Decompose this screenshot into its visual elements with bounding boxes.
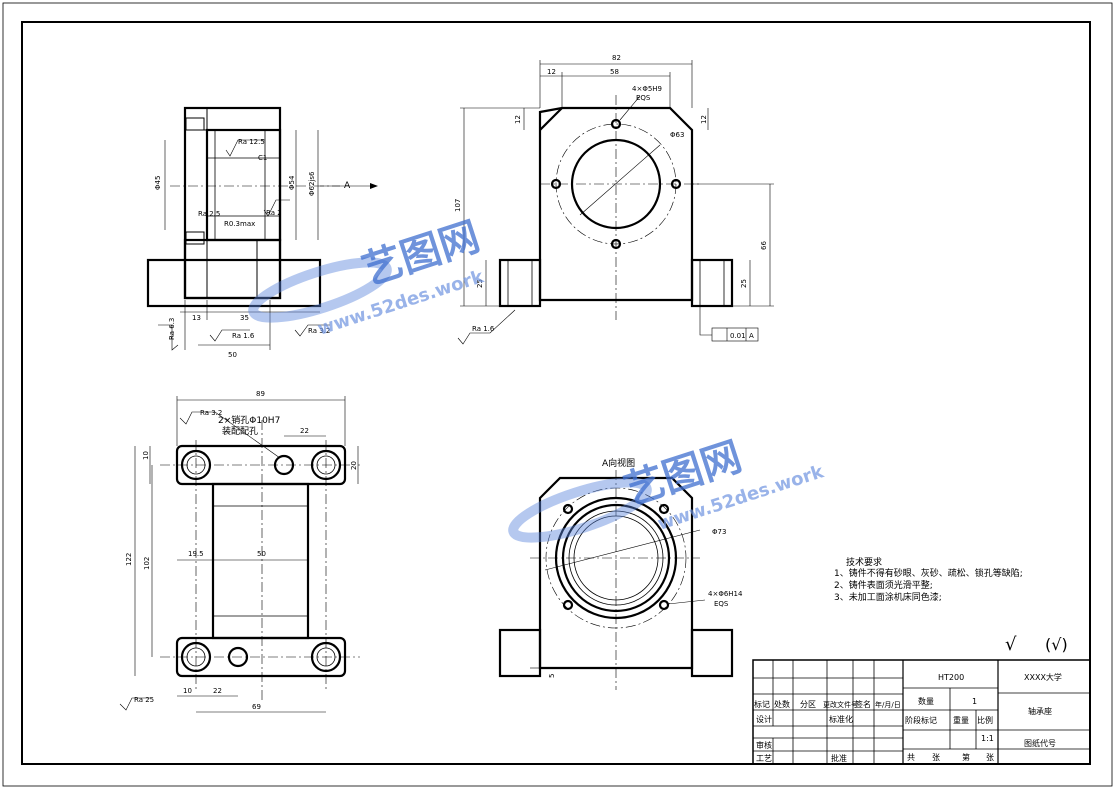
tech-req-item-2: 2、铸件表面须光滑平整; (834, 579, 933, 591)
fv-dim-82: 82 (612, 54, 621, 62)
sv-dim-c1: C1 (258, 154, 267, 162)
av-dim-4xd6: 4×Φ6H14 (708, 590, 743, 598)
fv-dim-107: 107 (454, 199, 462, 212)
tech-req-item-3: 3、未加工面涂机床同色漆; (834, 591, 942, 603)
title-block: HT200 XXXX大学 轴承座 图纸代号 数量 1 阶段标记 重量 比例 1:… (752, 659, 1091, 765)
sv-dim-50: 50 (228, 351, 237, 359)
tv-dim-10: 10 (142, 451, 150, 460)
tb-qty-value: 1 (972, 697, 977, 706)
tb-material: HT200 (938, 673, 964, 682)
tv-dim-22b: 22 (213, 687, 222, 695)
tb-org: XXXX大学 (1024, 672, 1062, 682)
roughness-general-mark: √ (1005, 634, 1017, 655)
tech-req-item-1: 1、铸件不得有砂眼、灰砂、疏松、锁孔等缺陷; (834, 567, 1023, 579)
tb-row-mark: 标记 (754, 699, 770, 709)
tb-row-count: 处数 (774, 699, 790, 709)
a-view-title: A向视图 (602, 457, 635, 469)
tb-row-check: 审核 (756, 740, 772, 750)
fv-dim-datum-a: A (749, 332, 754, 340)
tv-dim-89: 89 (256, 390, 265, 398)
tb-sheet-unit: 张 (932, 753, 940, 762)
fv-dim-4xd5: 4×Φ5H9 (632, 85, 662, 93)
sv-dim-35: 35 (240, 314, 249, 322)
fv-dim-12c: 12 (700, 115, 708, 124)
tb-row-doc: 更改文件号 (823, 700, 858, 709)
tv-dim-50: 50 (257, 550, 266, 558)
tv-dim-ra32: Ra 3.2 (200, 409, 222, 417)
tb-weight-label: 重量 (953, 715, 969, 725)
sv-dim-ra16: Ra 1.6 (232, 332, 255, 340)
fv-dim-66: 66 (760, 241, 768, 250)
sv-dim-ra63: Ra 6.3 (168, 318, 176, 340)
tb-page-label: 第 (962, 752, 970, 762)
fv-dim-25a: 25 (476, 279, 484, 288)
tv-dim-ra25: Ra 25 (134, 696, 154, 704)
sv-dim-r03: R0.3max (224, 220, 255, 228)
view-a-arrow-label: A (344, 181, 351, 191)
tv-dim-pin-holes: 2×销孔Φ10H7 (218, 414, 280, 426)
tv-dim-20: 20 (350, 461, 358, 470)
sv-dim-ra32: Ra 3.2 (308, 327, 330, 335)
watermark-2: 艺图网 www.52des.work (508, 434, 827, 543)
av-dim-d73: Φ73 (712, 528, 726, 536)
sheet-inner-border (21, 21, 1091, 765)
tb-drawing-no-label: 图纸代号 (1024, 738, 1056, 748)
roughness-other-mark: (√) (1045, 635, 1068, 654)
sv-dim-d54: Φ54 (288, 175, 296, 190)
tb-row-design: 设计 (756, 714, 772, 724)
tv-dim-22a: 22 (300, 427, 309, 435)
tv-dim-assembly-note: 装配配孔 (222, 425, 258, 437)
tv-dim-195: 19.5 (188, 550, 204, 558)
tb-row-zone: 分区 (800, 700, 816, 709)
fv-dim-eqs: EQS (636, 94, 651, 102)
tb-qty-label: 数量 (918, 696, 934, 706)
tb-row-approve: 批准 (831, 753, 847, 763)
fv-dim-ra16: Ra 1.6 (472, 325, 495, 333)
tb-scale-value: 1:1 (981, 734, 994, 743)
tb-part-name: 轴承座 (1028, 706, 1052, 716)
section-view: Ra 12.5 C1 Φ45 Φ54 Φ62js6 Ra 2.5 Ra 2 R0… (146, 106, 378, 359)
sv-dim-ra25: Ra 2.5 (198, 210, 220, 218)
sv-dim-d62: Φ62js6 (308, 171, 316, 196)
tb-row-date: 年/月/日 (875, 700, 901, 709)
fv-dim-001: 0.01 (730, 332, 746, 340)
tb-row-sign: 签名 (855, 699, 871, 709)
sv-dim-ra2: Ra 2 (266, 209, 282, 217)
watermark-1: 艺图网 www.52des.work (248, 214, 487, 340)
sv-dim-13: 13 (192, 314, 201, 322)
tv-dim-102: 102 (143, 557, 151, 570)
fv-dim-25b: 25 (740, 279, 748, 288)
tv-dim-69: 69 (252, 703, 261, 711)
technical-requirements: 技术要求 1、铸件不得有砂眼、灰砂、疏松、锁孔等缺陷; 2、铸件表面须光滑平整;… (834, 556, 1023, 603)
tb-total-label: 共 (907, 753, 915, 762)
sv-dim-ra125: Ra 12.5 (238, 138, 265, 146)
tv-dim-10b: 10 (183, 687, 192, 695)
av-dim-5: 5 (548, 674, 556, 678)
tb-page-unit: 张 (986, 753, 994, 762)
front-view: 82 12 58 4×Φ5H9 EQS 12 12 Φ63 107 66 25 … (454, 54, 774, 345)
sv-dim-d45: Φ45 (154, 176, 162, 190)
tech-req-title: 技术要求 (846, 556, 882, 568)
fv-dim-d63: Φ63 (670, 131, 684, 139)
fv-dim-12b: 12 (514, 115, 522, 124)
tb-row-process: 工艺 (756, 754, 772, 763)
tb-scale-label: 比例 (977, 715, 993, 725)
fv-dim-58: 58 (610, 68, 619, 76)
top-view: 89 Ra 3.2 2×销孔Φ10H7 装配配孔 22 10 20 122 10… (119, 390, 360, 713)
tv-dim-122: 122 (125, 553, 133, 566)
a-view: A向视图 Φ73 4×Φ6H14 EQS 5 (498, 457, 743, 690)
fv-dim-12a: 12 (547, 68, 556, 76)
av-dim-eqs: EQS (714, 600, 729, 608)
tb-row-standard: 标准化 (829, 714, 853, 724)
tb-stage-label: 阶段标记 (905, 715, 937, 725)
